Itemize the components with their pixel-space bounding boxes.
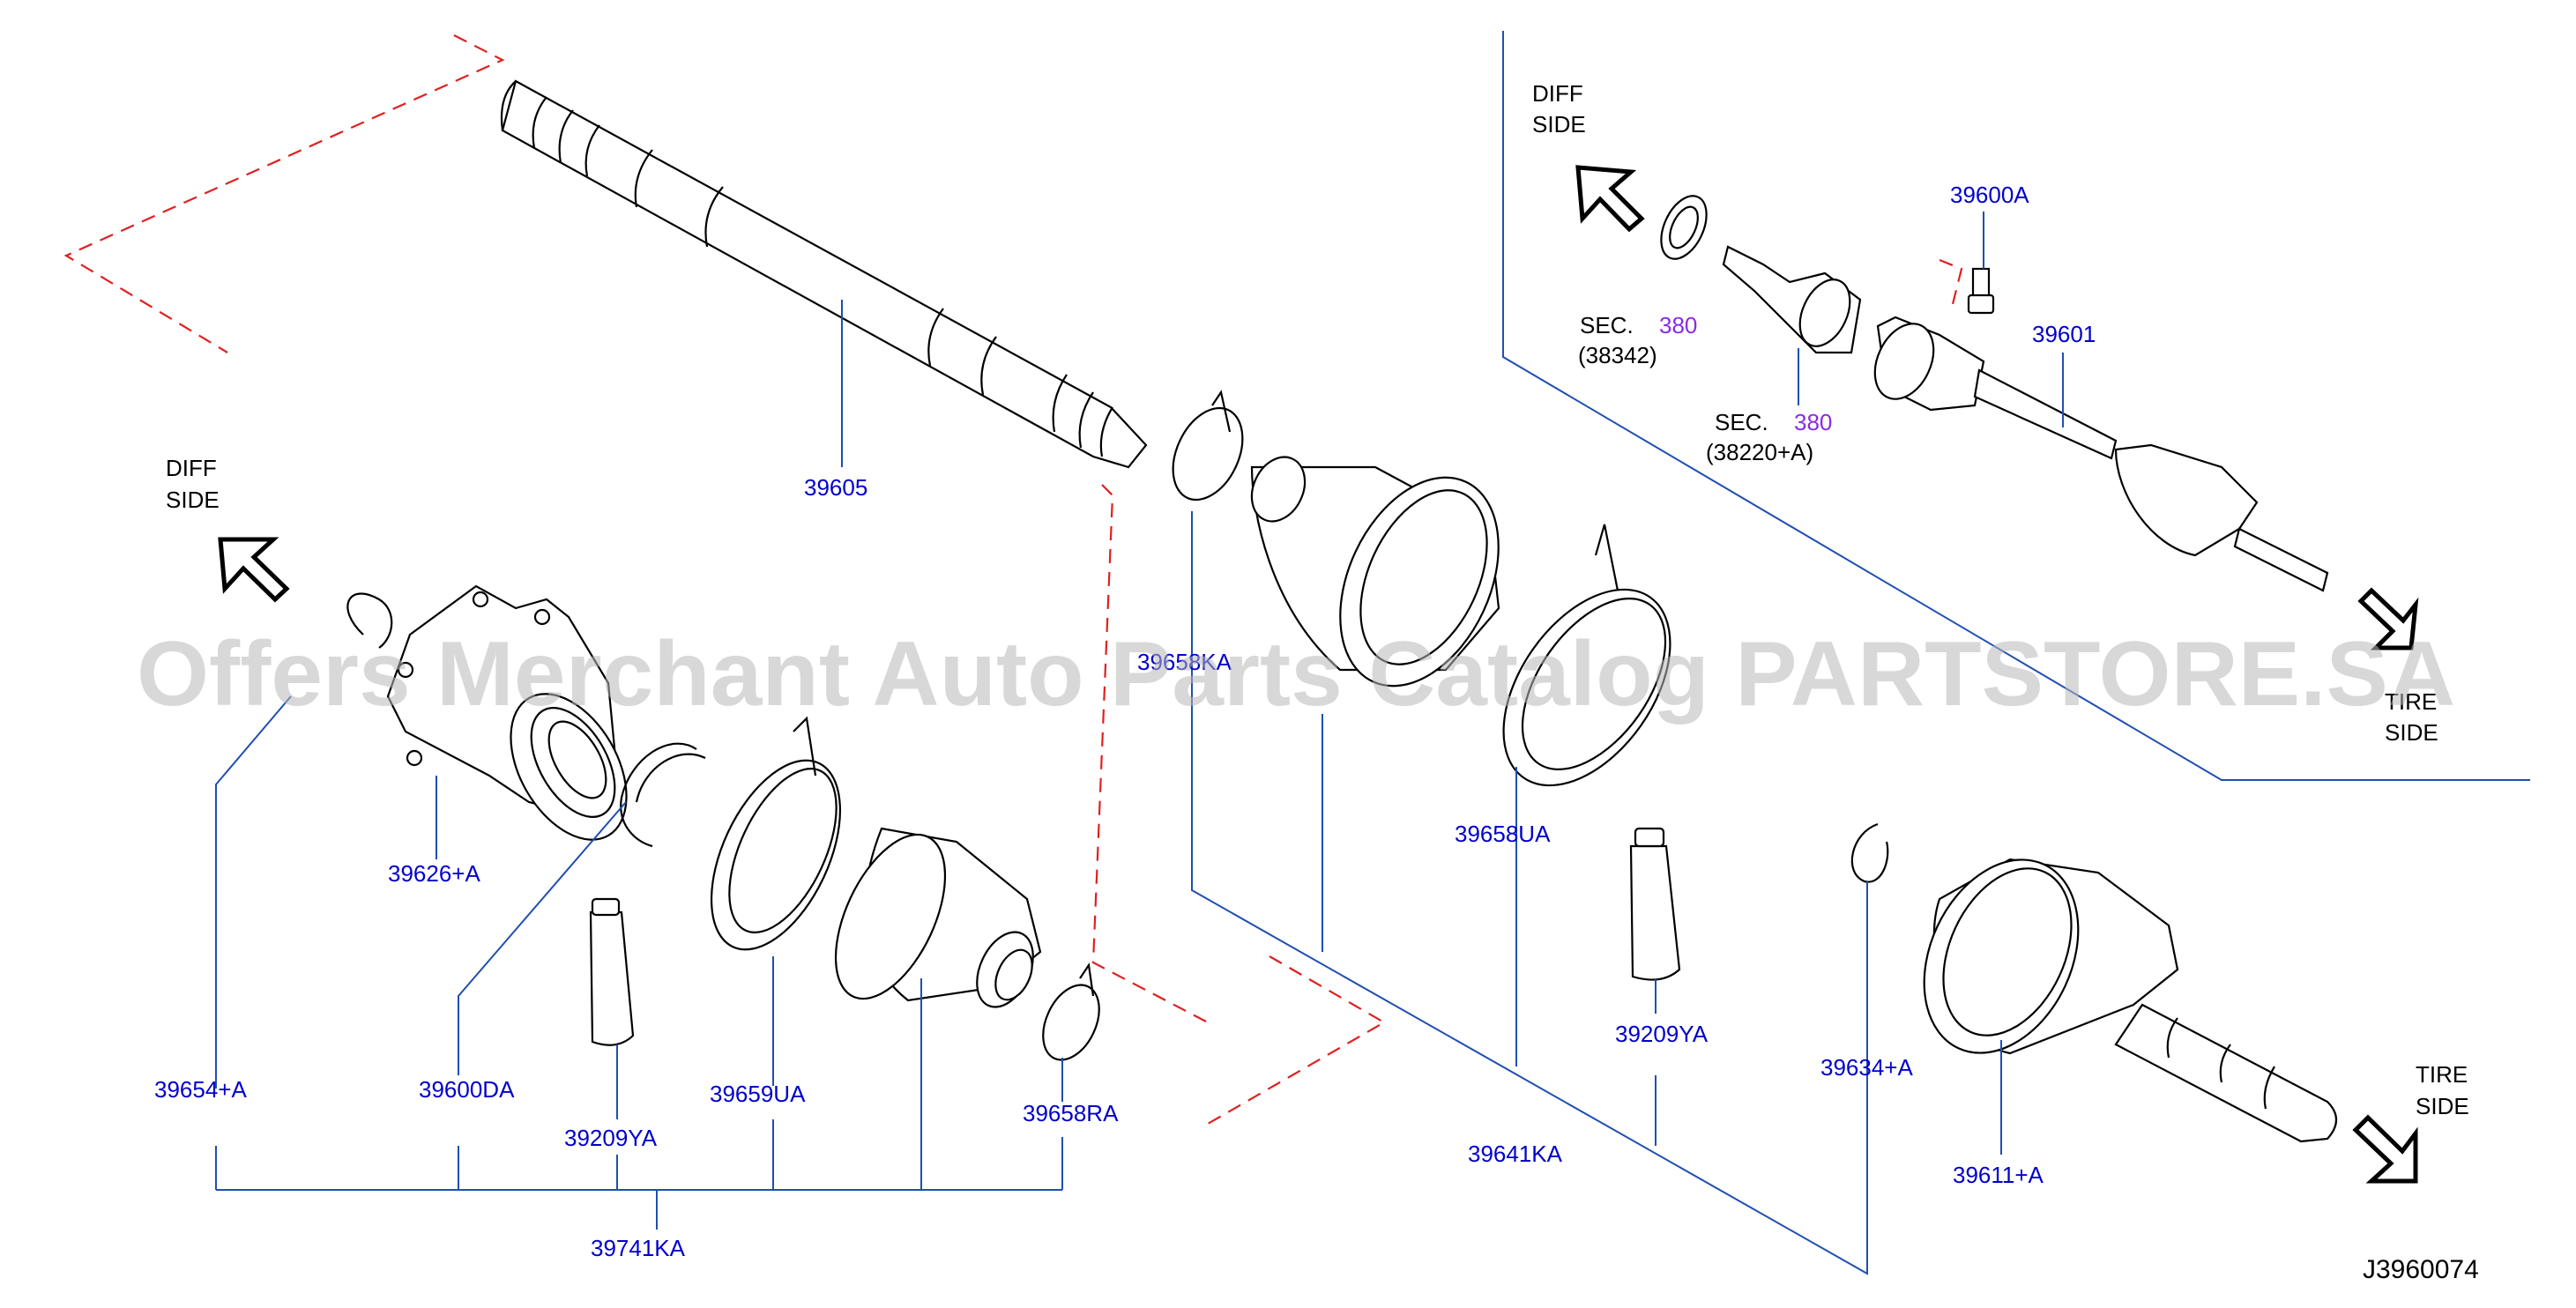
sec1-prefix: SEC.: [1580, 312, 1634, 338]
label-39209YA-left: 39209YA: [564, 1125, 658, 1151]
shaft-39605: [500, 79, 1148, 469]
label-39659UA: 39659UA: [710, 1081, 806, 1107]
label-39658KA: 39658KA: [1137, 649, 1232, 675]
part-labels: 39605 39626+A 39654+A 39600DA 39209YA 39…: [154, 182, 2096, 1261]
label-39626A: 39626+A: [388, 860, 480, 887]
diff-side-arrow-main: [218, 537, 290, 603]
label-39658UA: 39658UA: [1455, 821, 1551, 847]
direction-labels: DIFF SIDE DIFF SIDE TIRE SIDE TIRE SIDE: [166, 80, 2469, 1119]
diff-side-main-line2: SIDE: [166, 487, 220, 513]
leader-lines: [215, 212, 2064, 1275]
tire-side-inset-line2: SIDE: [2385, 719, 2438, 746]
boot-band-39658RA: [1042, 962, 1100, 1061]
section-refs: SEC. 380 (38342) SEC. 380 (38220+A): [1578, 312, 1832, 465]
inset-panel: [1502, 31, 2530, 781]
phantom-lines: [63, 34, 1963, 1125]
snap-ring-39634: [1850, 822, 1889, 883]
boot-band-39659UA: [710, 716, 842, 951]
boot-band-39658KA: [1172, 390, 1244, 502]
tire-side-main-line1: TIRE: [2416, 1061, 2468, 1088]
label-39634A: 39634+A: [1820, 1054, 1913, 1081]
label-39600DA: 39600DA: [419, 1076, 515, 1103]
diff-side-inset-line2: SIDE: [1532, 111, 1586, 137]
tire-side-arrow-main: [2352, 1114, 2418, 1184]
tire-side-inset-line1: TIRE: [2385, 688, 2437, 715]
boot-band-39658UA: [1502, 524, 1671, 787]
inset-seal: [1660, 195, 1708, 260]
label-39611A: 39611+A: [1953, 1162, 2044, 1188]
inset-bolt-39600A: [1967, 267, 1995, 315]
boot-left: [834, 827, 1042, 1008]
label-39605: 39605: [804, 474, 867, 501]
diagram-code: J3960074: [2363, 1255, 2479, 1284]
inset-shaft-39601: [1873, 316, 2329, 592]
tire-side-arrow-inset: [2357, 587, 2419, 650]
sec2-prefix: SEC.: [1715, 409, 1768, 435]
label-39600A: 39600A: [1950, 182, 2029, 208]
tire-side-main-line2: SIDE: [2416, 1093, 2469, 1119]
grease-39209YA-right: [1629, 827, 1681, 981]
snap-ring-39654: [346, 592, 393, 649]
label-39654A: 39654+A: [154, 1076, 247, 1103]
sec1-ref: (38342): [1578, 342, 1657, 368]
inset-flange: [1722, 245, 1862, 354]
diff-side-inset-line1: DIFF: [1532, 80, 1583, 107]
inner-joint-housing-39626: [386, 584, 628, 841]
label-39741KA: 39741KA: [591, 1235, 686, 1261]
label-39601: 39601: [2032, 321, 2096, 347]
outer-joint-39611: [1923, 858, 2338, 1143]
diff-side-main-line1: DIFF: [166, 455, 217, 481]
circlip-39600DA: [620, 742, 706, 848]
sec1-number: 380: [1659, 312, 1697, 338]
label-39658RA: 39658RA: [1023, 1100, 1119, 1126]
label-39209YA-right: 39209YA: [1615, 1021, 1709, 1047]
sec2-ref: (38220+A): [1706, 439, 1813, 465]
boot-middle: [1250, 456, 1500, 687]
diff-side-arrow-inset: [1575, 165, 1645, 233]
watermark: Offers Merchant Auto Parts Catalog PARTS…: [137, 623, 2455, 725]
grease-39209YA-left: [589, 897, 635, 1046]
label-39641KA: 39641KA: [1468, 1141, 1563, 1167]
sec2-number: 380: [1794, 409, 1832, 435]
